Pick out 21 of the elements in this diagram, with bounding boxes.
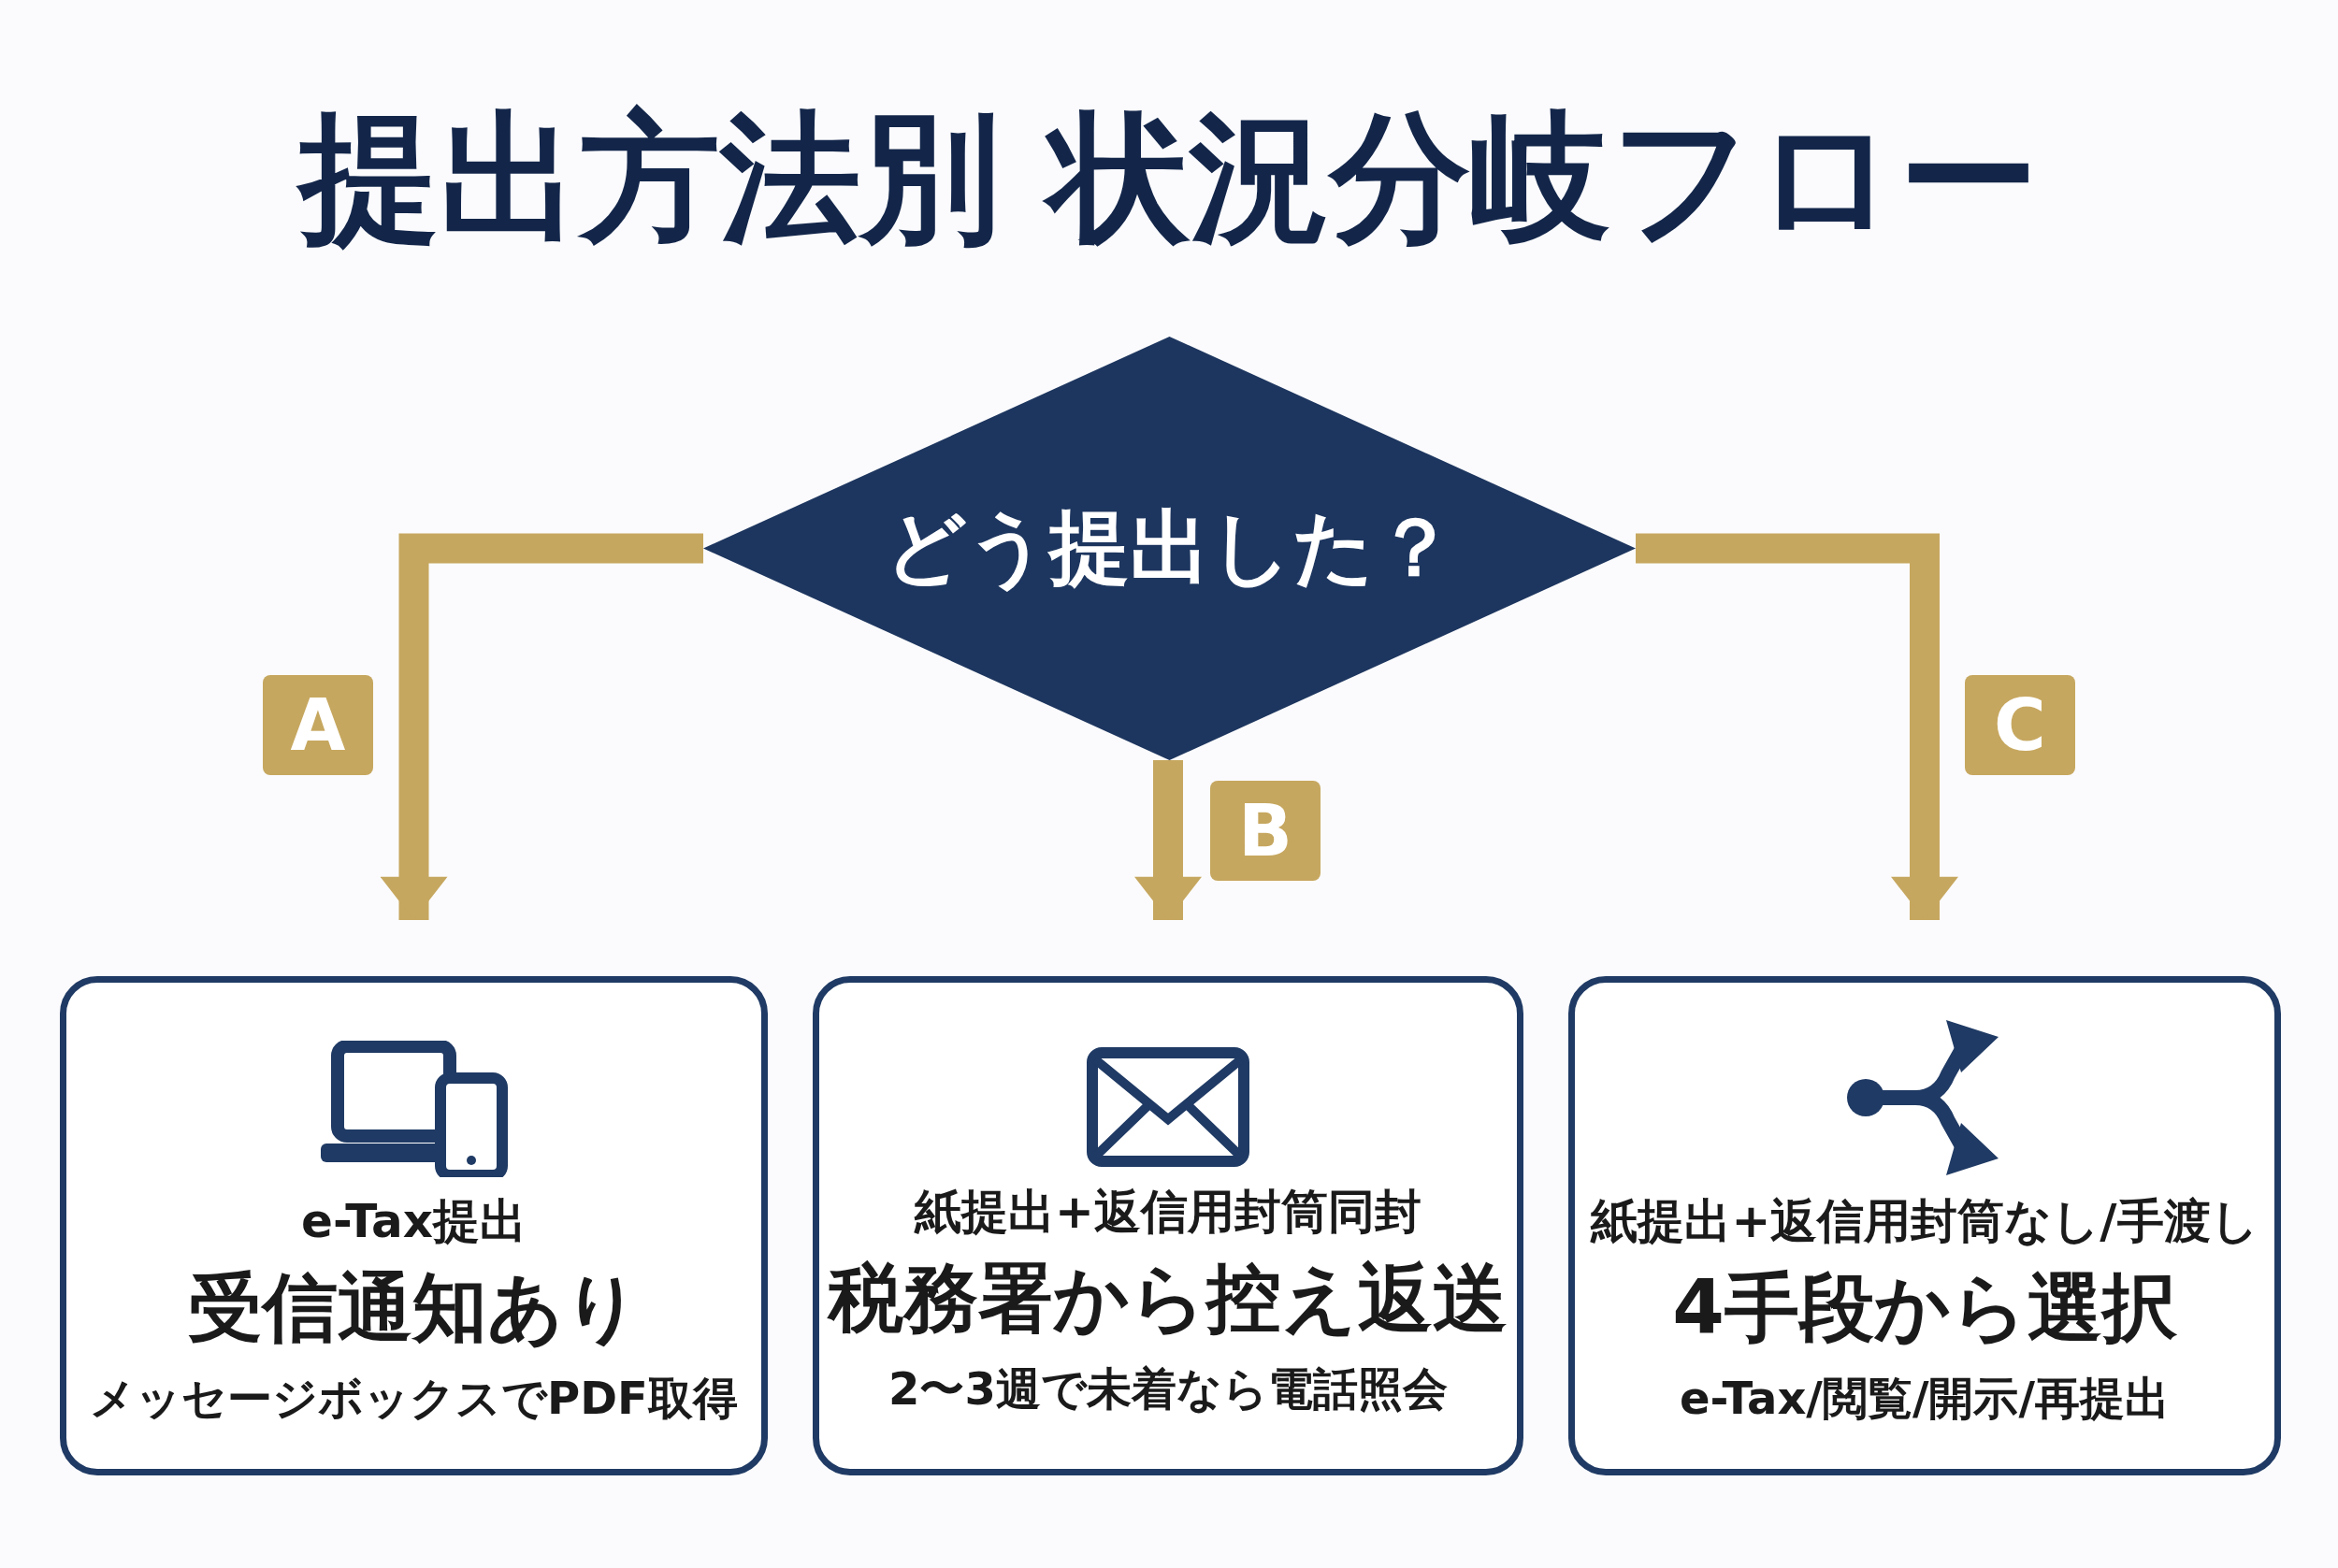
method-text: 紙提出+返信用封筒同封	[915, 1184, 1422, 1241]
note-text: e-Tax/閲覧/開示/再提出	[1680, 1371, 2170, 1426]
arrow	[1636, 533, 1958, 920]
method-text: 紙提出+返信用封筒なし/手渡し	[1591, 1193, 2259, 1250]
note-text: 2〜3週で未着なら電話照会	[888, 1361, 1448, 1417]
result-heading: 受信通知あり	[187, 1263, 641, 1353]
arrow	[380, 533, 703, 920]
question-text: どう提出した？	[884, 499, 1455, 596]
branch-label: B	[1210, 781, 1321, 881]
note-text: メッセージボックスでPDF取得	[90, 1371, 738, 1426]
decision-diamond	[703, 337, 1636, 760]
result-card	[813, 976, 1523, 1475]
title: 提出方法別 状況分岐フロー	[0, 94, 2338, 262]
branch-label: A	[263, 675, 373, 775]
result-card	[1568, 976, 2281, 1475]
method-text: e-Tax提出	[301, 1193, 527, 1250]
arrow	[1134, 760, 1202, 920]
branch-label: C	[1965, 675, 2075, 775]
result-heading: 4手段から選択	[1672, 1263, 2177, 1353]
result-heading: 税務署から控え返送	[829, 1254, 1508, 1344]
result-card	[60, 976, 768, 1475]
